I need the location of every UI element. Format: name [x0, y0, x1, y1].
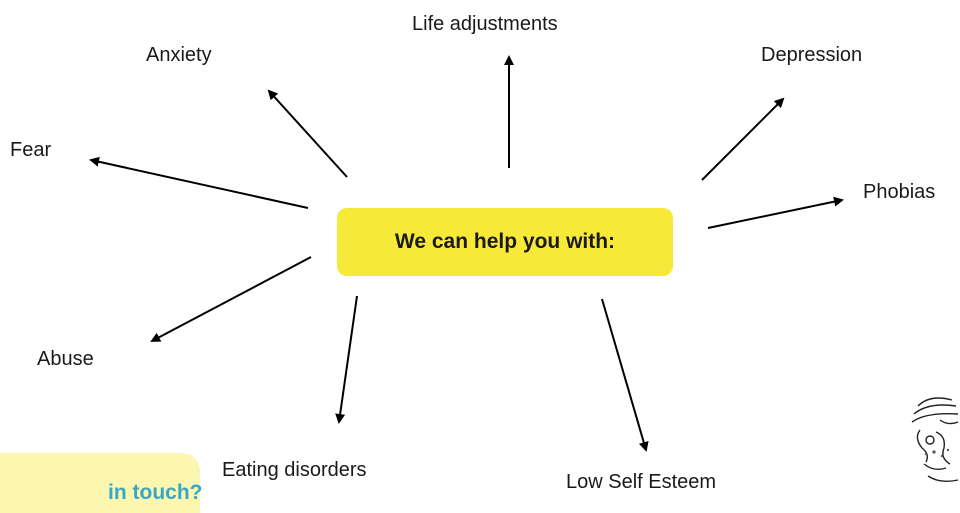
arrows-layer: [89, 55, 844, 452]
arrow-abuse: [150, 256, 312, 342]
cartoon-character-icon: [911, 397, 959, 483]
contact-label: in touch?: [108, 481, 203, 504]
arrow-depression: [701, 97, 785, 181]
arrow-low-self-esteem: [601, 298, 649, 452]
topic-life-adjustments: Life adjustments: [412, 13, 558, 35]
topic-abuse: Abuse: [37, 348, 94, 370]
topic-eating-disorders: Eating disorders: [222, 459, 367, 481]
topic-low-self-esteem: Low Self Esteem: [566, 471, 717, 493]
center-topic-box: We can help you with:: [337, 208, 673, 276]
arrow-eating-disorders: [335, 295, 358, 424]
topic-depression: Depression: [761, 44, 863, 66]
arrow-phobias: [707, 196, 844, 229]
topic-fear: Fear: [10, 139, 52, 161]
arrow-fear: [89, 156, 309, 209]
center-label: We can help you with:: [394, 230, 616, 253]
topic-anxiety: Anxiety: [146, 44, 212, 66]
topic-phobias: Phobias: [863, 181, 936, 203]
arrow-anxiety: [267, 89, 348, 178]
